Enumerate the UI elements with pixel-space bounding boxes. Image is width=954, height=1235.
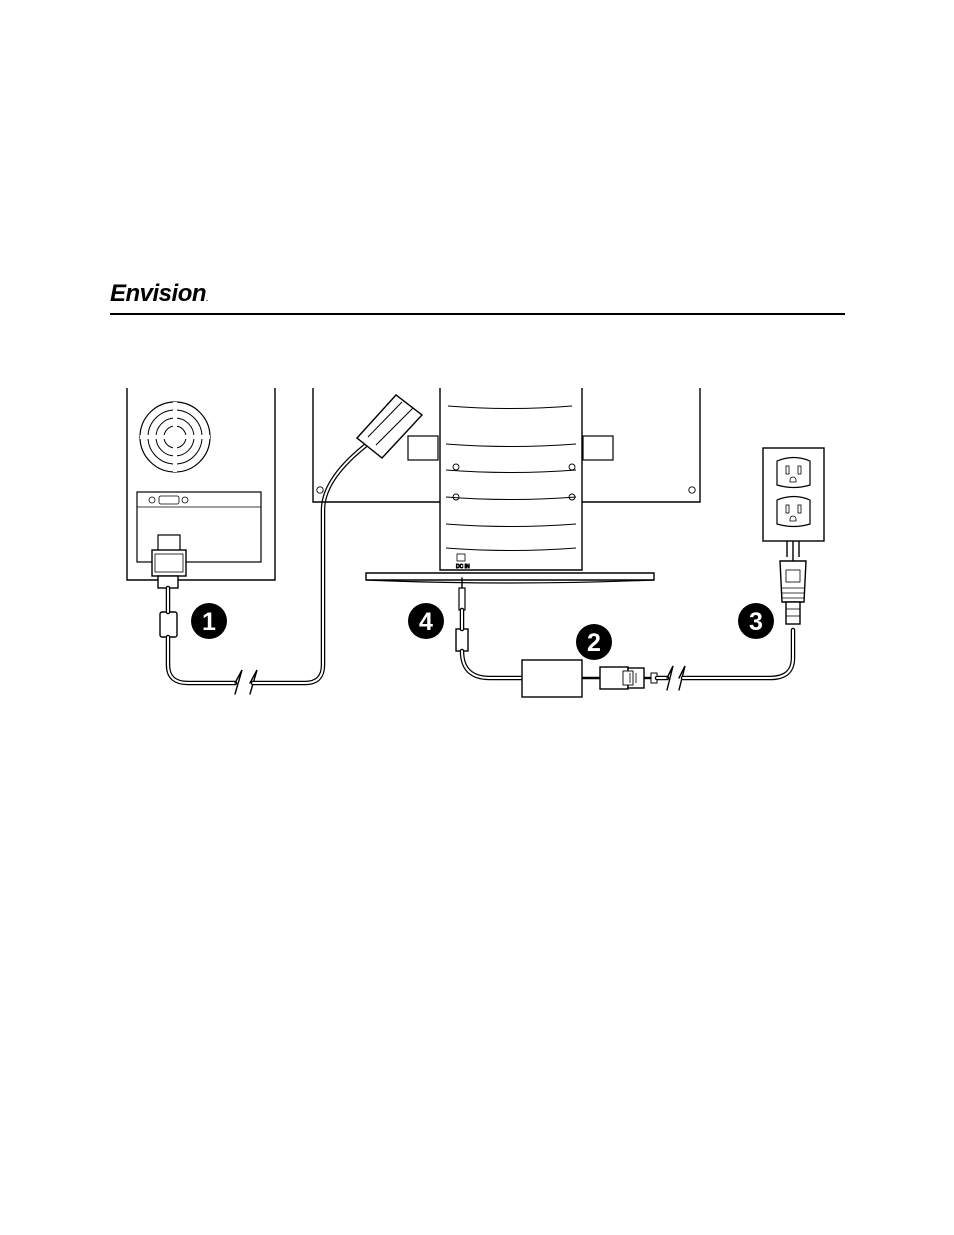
monitor-arm — [357, 395, 422, 458]
step-badge-4: 4 — [408, 603, 444, 639]
step-number-2: 2 — [587, 629, 601, 657]
step-number-1: 1 — [202, 608, 216, 636]
header-rule — [110, 313, 845, 315]
power-cord — [657, 630, 793, 690]
step-number-3: 3 — [749, 608, 763, 636]
step-badge-3: 3 — [738, 603, 774, 639]
power-plug-icon — [780, 541, 806, 624]
monitor-back-icon: DC IN — [313, 388, 700, 583]
dc-in-label: DC IN — [456, 564, 470, 570]
connection-diagram: DC IN — [110, 380, 845, 700]
dc-cable — [456, 578, 522, 678]
step-badge-1: 1 — [191, 603, 227, 639]
logo-text: Envision — [110, 280, 206, 307]
power-adapter-icon — [522, 660, 657, 697]
wall-outlet-icon — [763, 448, 824, 541]
step-badge-2: 2 — [576, 624, 612, 660]
envision-logo: Envision. — [110, 279, 240, 313]
vga-cable — [168, 442, 370, 694]
step-number-4: 4 — [419, 608, 433, 636]
computer-back — [127, 388, 275, 580]
logo-mark: . — [206, 296, 207, 303]
computer-fan-icon — [140, 402, 210, 472]
